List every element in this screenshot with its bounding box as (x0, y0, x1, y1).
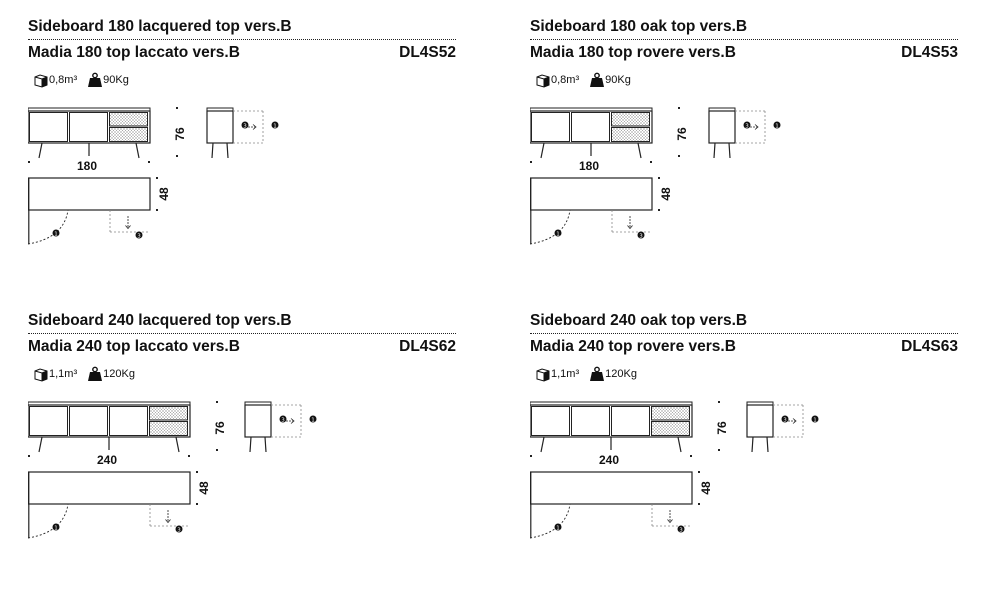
product-code: DL4S52 (399, 44, 456, 61)
product-code: DL4S63 (901, 338, 958, 355)
height-dimension: 76 (715, 401, 729, 451)
svg-text:3: 3 (639, 233, 643, 239)
depth-label: 48 (659, 187, 673, 201)
weight-icon (589, 72, 605, 88)
volume-value: 1,1m³ (49, 368, 78, 380)
weight-icon (589, 366, 605, 382)
svg-text:1: 1 (775, 123, 779, 129)
depth-dimension: 48 (658, 177, 673, 211)
svg-text:1: 1 (556, 525, 560, 531)
depth-label: 48 (197, 481, 211, 495)
weight-value: 90Kg (103, 74, 129, 86)
volume-value: 0,8m³ (49, 74, 78, 86)
specs-row: 1,1m³ 120Kg (535, 365, 647, 383)
svg-text:3: 3 (679, 527, 683, 533)
width-dimension: 180 (28, 159, 150, 173)
box-volume-icon (535, 366, 551, 382)
width-dimension: 180 (530, 159, 652, 173)
depth-label: 48 (157, 187, 171, 201)
svg-text:3: 3 (745, 123, 749, 129)
dotted-divider (28, 333, 456, 334)
product-card-sideboard-240-oak: Sideboard 240 oak top vers.B Madia 240 t… (529, 312, 958, 572)
height-label: 76 (715, 421, 729, 435)
width-label: 180 (579, 159, 599, 173)
height-dimension: 76 (675, 107, 689, 157)
volume-value: 1,1m³ (551, 368, 580, 380)
height-dimension: 76 (173, 107, 187, 157)
depth-dimension: 48 (196, 471, 211, 505)
svg-text:3: 3 (783, 417, 787, 423)
box-volume-icon (33, 366, 49, 382)
depth-dimension: 48 (698, 471, 713, 505)
front-view (529, 107, 653, 159)
specs-row: 1,1m³ 120Kg (33, 365, 145, 383)
dotted-divider (530, 39, 958, 40)
box-volume-icon (535, 72, 551, 88)
weight-value: 120Kg (605, 368, 637, 380)
svg-text:1: 1 (556, 231, 560, 237)
front-view (529, 401, 693, 453)
product-code: DL4S62 (399, 338, 456, 355)
product-title-it: Madia 180 top laccato vers.B (28, 44, 240, 61)
svg-text:3: 3 (177, 527, 181, 533)
width-label: 240 (97, 453, 117, 467)
specs-row: 0,8m³ 90Kg (33, 71, 139, 89)
svg-text:3: 3 (281, 417, 285, 423)
width-dimension: 240 (28, 453, 190, 467)
width-label: 240 (599, 453, 619, 467)
product-title-en: Sideboard 240 oak top vers.B (530, 312, 748, 329)
product-title-en: Sideboard 180 oak top vers.B (530, 18, 748, 35)
weight-icon (87, 72, 103, 88)
product-title-it: Madia 240 top rovere vers.B (530, 338, 736, 355)
svg-text:1: 1 (273, 123, 277, 129)
product-card-sideboard-240-lacquered: Sideboard 240 lacquered top vers.B Madia… (27, 312, 456, 572)
dotted-divider (28, 39, 456, 40)
height-label: 76 (675, 127, 689, 141)
height-label: 76 (173, 127, 187, 141)
weight-icon (87, 366, 103, 382)
height-label: 76 (213, 421, 227, 435)
svg-text:3: 3 (137, 233, 141, 239)
depth-label: 48 (699, 481, 713, 495)
svg-text:3: 3 (243, 123, 247, 129)
weight-value: 120Kg (103, 368, 135, 380)
front-view (27, 107, 151, 159)
product-card-sideboard-180-lacquered: Sideboard 180 lacquered top vers.B Madia… (27, 18, 456, 278)
product-code: DL4S53 (901, 44, 958, 61)
svg-text:1: 1 (311, 417, 315, 423)
box-volume-icon (33, 72, 49, 88)
product-title-it: Madia 180 top rovere vers.B (530, 44, 736, 61)
height-dimension: 76 (213, 401, 227, 451)
depth-dimension: 48 (156, 177, 171, 211)
product-title-en: Sideboard 240 lacquered top vers.B (28, 312, 292, 329)
dotted-divider (530, 333, 958, 334)
svg-text:1: 1 (54, 231, 58, 237)
front-view (27, 401, 191, 453)
specs-row: 0,8m³ 90Kg (535, 71, 641, 89)
width-label: 180 (77, 159, 97, 173)
width-dimension: 240 (530, 453, 692, 467)
product-title-en: Sideboard 180 lacquered top vers.B (28, 18, 292, 35)
weight-value: 90Kg (605, 74, 631, 86)
product-card-sideboard-180-oak: Sideboard 180 oak top vers.B Madia 180 t… (529, 18, 958, 278)
volume-value: 0,8m³ (551, 74, 580, 86)
svg-text:1: 1 (813, 417, 817, 423)
product-title-it: Madia 240 top laccato vers.B (28, 338, 240, 355)
svg-text:1: 1 (54, 525, 58, 531)
